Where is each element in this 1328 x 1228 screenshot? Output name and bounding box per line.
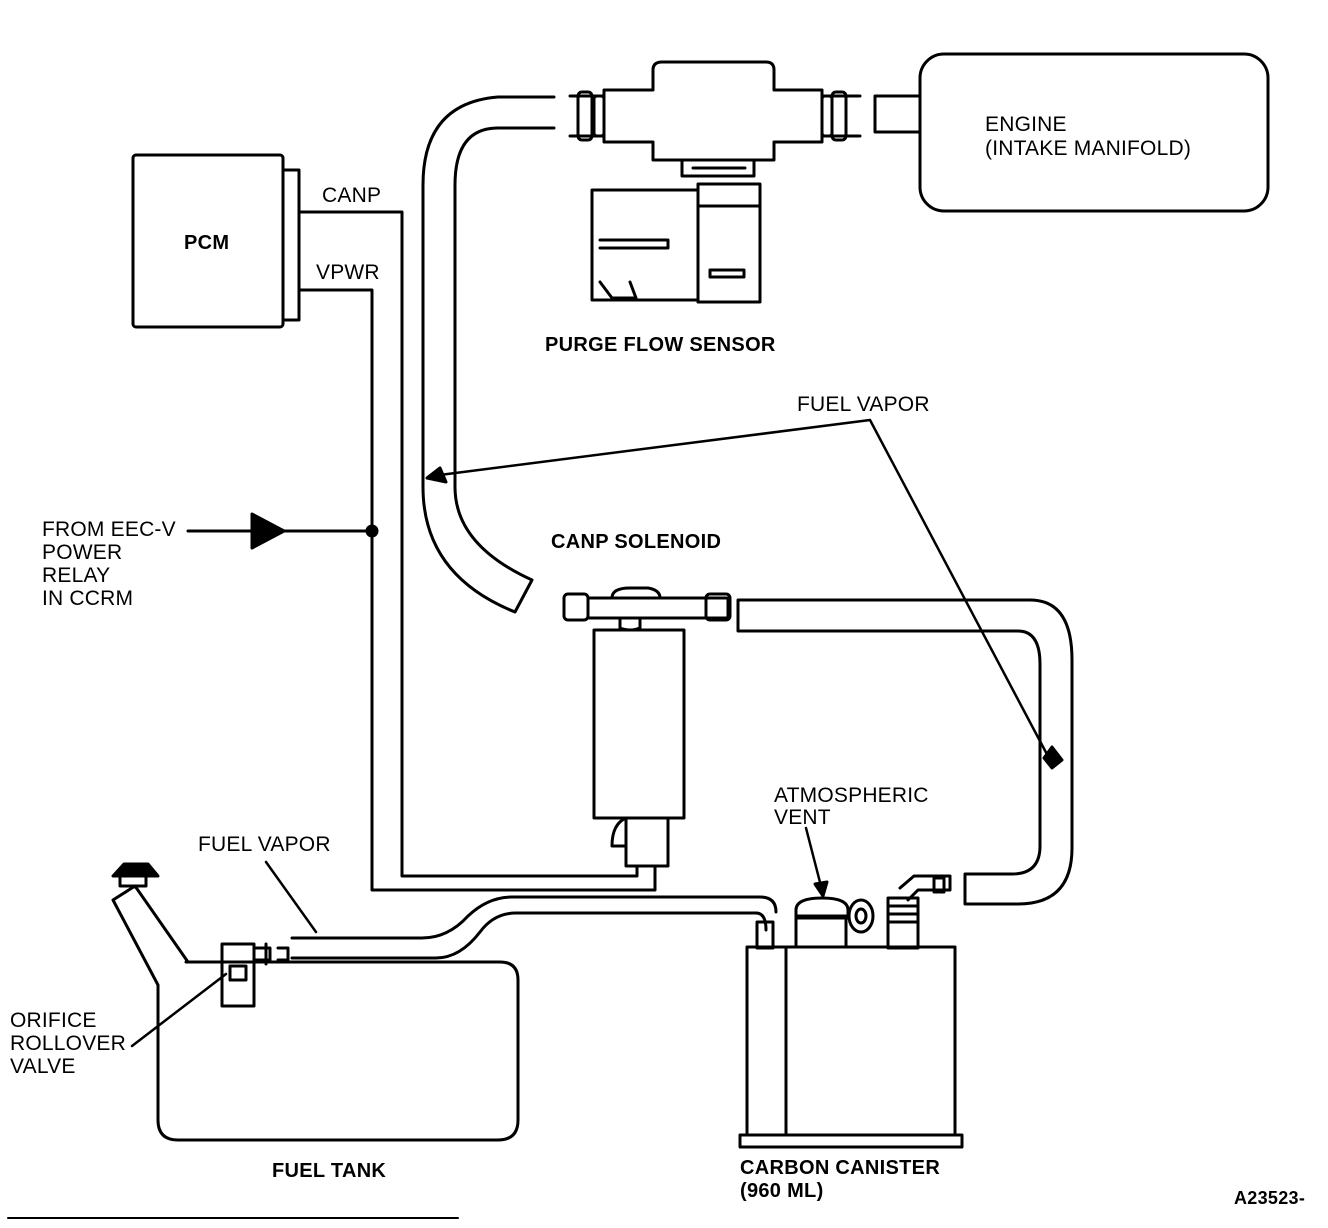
fuel-vapor-leader xyxy=(430,418,1052,762)
canister-purge-hose xyxy=(736,598,1074,906)
atmospheric-vent-leader xyxy=(804,826,824,892)
fuel-vapor-leader xyxy=(264,860,318,934)
vpwr-wire xyxy=(297,288,657,892)
purge-flow-sensor-label: PURGE FLOW SENSOR xyxy=(545,334,776,356)
from-eec-line-2: POWER xyxy=(42,541,123,564)
carbon-canister-label: CARBON CANISTER (960 ML) xyxy=(740,1157,940,1203)
pcm-module xyxy=(131,153,301,329)
fuel-tank xyxy=(111,862,520,1142)
canp-label: CANP xyxy=(322,184,382,207)
arrowhead-icon xyxy=(250,512,286,550)
arrowhead-icon xyxy=(425,466,448,484)
canp-solenoid-label: CANP SOLENOID xyxy=(551,531,722,553)
orifice-label-line-3: VALVE xyxy=(10,1055,76,1078)
canp-solenoid xyxy=(562,586,732,868)
orifice-label-line-2: ROLLOVER xyxy=(10,1032,126,1055)
arrowhead-icon xyxy=(813,880,829,898)
pcm-label: PCM xyxy=(184,232,230,254)
purge-hose xyxy=(421,95,556,614)
from-eec-line-4: IN CCRM xyxy=(42,587,134,610)
rollover-leader xyxy=(130,972,228,1048)
fuel-tank-label: FUEL TANK xyxy=(272,1160,387,1182)
engine-label-line-2: (INTAKE MANIFOLD) xyxy=(985,137,1192,160)
fuel-vapor-label-bottom: FUEL VAPOR xyxy=(198,833,331,856)
engine-label-line-1: ENGINE xyxy=(985,113,1067,136)
orifice-rollover-valve-label: ORIFICE ROLLOVER VALVE xyxy=(10,1009,126,1078)
purge-flow-sensor xyxy=(568,60,862,304)
orifice-rollover-valve xyxy=(220,942,290,1008)
fuel-vapor-label-top: FUEL VAPOR xyxy=(797,393,930,416)
orifice-label-line-1: ORIFICE xyxy=(10,1009,97,1032)
atmospheric-vent-line-1: ATMOSPHERIC xyxy=(774,784,929,807)
atmospheric-vent-line-2: VENT xyxy=(774,806,831,829)
carbon-canister-line-1: CARBON CANISTER xyxy=(740,1157,941,1179)
from-eec-line-1: FROM EEC-V xyxy=(42,518,176,541)
fuel-vapor-line xyxy=(290,895,778,960)
carbon-canister xyxy=(738,874,964,1149)
from-eec-line-3: RELAY xyxy=(42,564,111,587)
vpwr-label: VPWR xyxy=(316,261,380,284)
engine-inlet-port xyxy=(873,94,922,134)
arrowhead-icon xyxy=(1042,745,1064,770)
from-eec-label: FROM EEC-V POWER RELAY IN CCRM xyxy=(42,518,176,610)
canp-wire xyxy=(297,210,639,878)
carbon-canister-line-2: (960 ML) xyxy=(740,1180,824,1202)
atmospheric-vent-label: ATMOSPHERIC VENT xyxy=(774,785,929,829)
engine-label: ENGINE (INTAKE MANIFOLD) xyxy=(985,113,1191,161)
figure-id-label: A23523- xyxy=(1234,1188,1306,1208)
